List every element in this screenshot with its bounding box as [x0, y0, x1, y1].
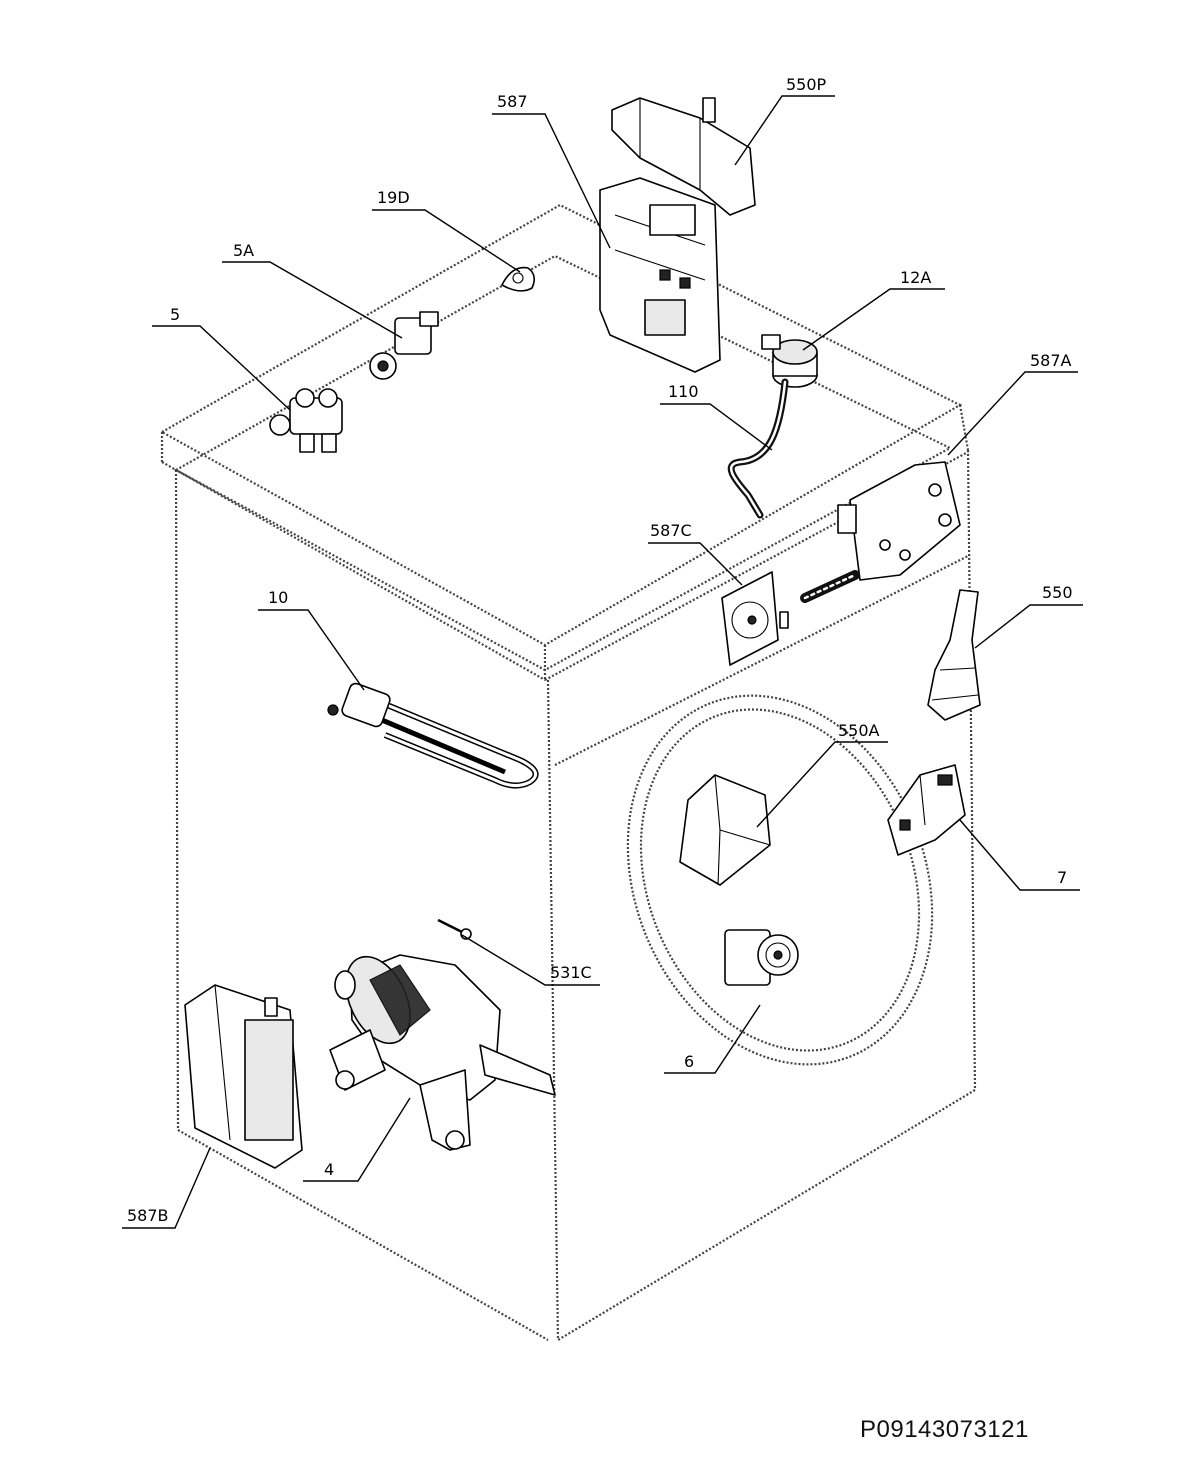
pressure-hose-icon — [727, 378, 789, 519]
callout-587A: 587A — [1030, 351, 1072, 370]
electronic-module-icon — [599, 177, 721, 373]
callout-12A: 12A — [900, 268, 931, 287]
callout-labels: 587 550P 19D 5A 5 12A 110 587A 587C 10 5… — [127, 75, 1073, 1225]
cabinet-outline — [159, 203, 977, 1341]
motor-icon — [329, 954, 556, 1151]
callout-7: 7 — [1057, 868, 1067, 887]
heating-element-icon — [327, 682, 539, 789]
callout-5: 5 — [170, 305, 180, 324]
callout-587B: 587B — [127, 1206, 169, 1225]
door-lock-icon — [887, 764, 966, 856]
callout-531C: 531C — [550, 963, 592, 982]
callout-587C: 587C — [650, 521, 692, 540]
programmer-unit-icon — [800, 461, 961, 603]
inlet-valve-double-icon — [269, 388, 343, 453]
pressure-switch-icon — [761, 334, 818, 388]
callout-4: 4 — [324, 1160, 334, 1179]
clip-icon — [501, 266, 536, 292]
selector-board-icon — [721, 571, 789, 666]
door-handle-icon — [927, 589, 981, 721]
callout-550P: 550P — [786, 75, 827, 94]
suppressor-filter-icon — [184, 984, 303, 1169]
callout-550A: 550A — [838, 721, 880, 740]
detergent-dispenser-top-icon — [611, 97, 756, 216]
callout-6: 6 — [684, 1052, 694, 1071]
callout-5A: 5A — [233, 241, 254, 260]
door-cover-icon — [679, 774, 771, 886]
callout-19D: 19D — [377, 188, 410, 207]
inlet-valve-single-icon — [369, 311, 439, 380]
drain-pump-icon — [724, 929, 799, 986]
screw-icon — [437, 918, 472, 940]
callout-110: 110 — [668, 382, 699, 401]
callout-10: 10 — [268, 588, 288, 607]
leader-lines — [122, 95, 1083, 1229]
drawing-code: P09143073121 — [860, 1416, 1029, 1443]
callout-550: 550 — [1042, 583, 1073, 602]
callout-587: 587 — [497, 92, 528, 111]
